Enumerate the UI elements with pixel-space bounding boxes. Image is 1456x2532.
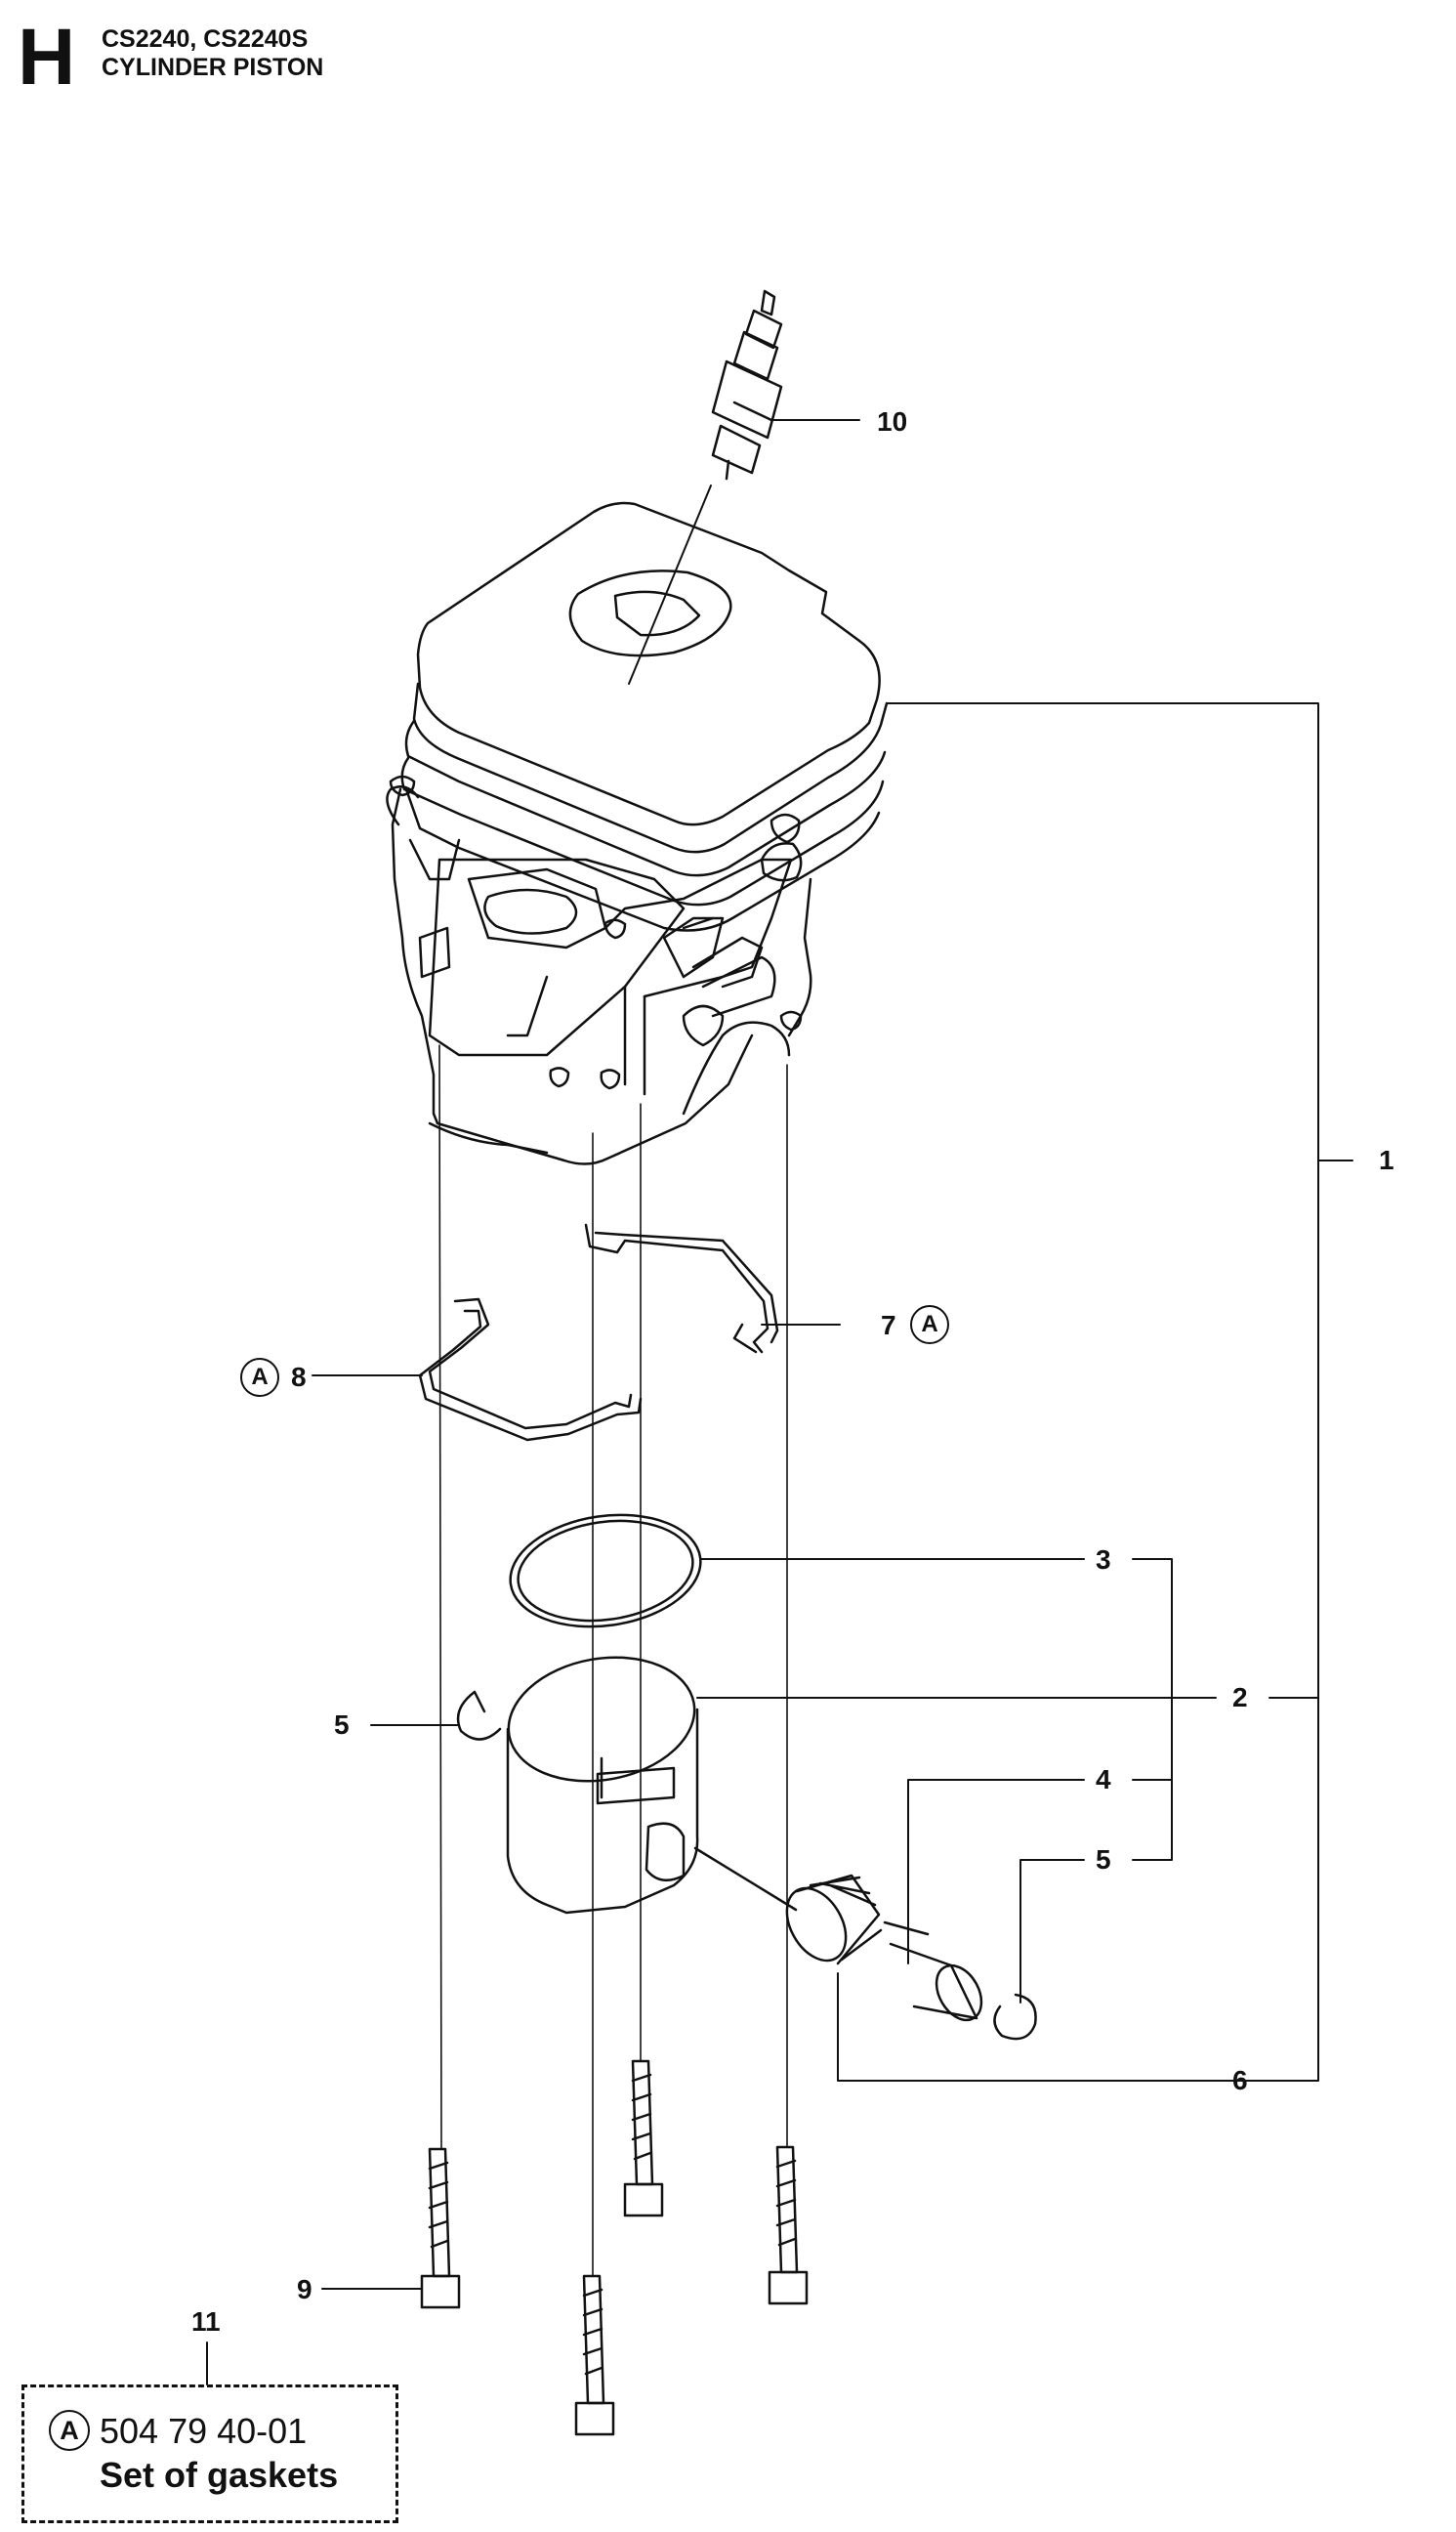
callout-4: 4 — [1096, 1764, 1111, 1794]
callout-1: 1 — [1379, 1145, 1394, 1175]
circlip-left — [456, 1690, 502, 1741]
piston-ring — [509, 1513, 702, 1628]
gasket-upper — [584, 1223, 779, 1354]
callout-9: 9 — [297, 2274, 312, 2304]
cylinder — [386, 501, 889, 1165]
gasket-lower — [418, 1297, 643, 1442]
kit-marker-a-box: A — [49, 2410, 90, 2451]
spark-plug — [628, 289, 783, 685]
section-letter: H — [18, 13, 76, 102]
callout-2: 2 — [1232, 1682, 1248, 1712]
kit-marker-a-8: A — [240, 1358, 279, 1397]
piston-pin — [883, 1920, 983, 2022]
callout-11: 11 — [191, 2306, 221, 2337]
piston — [506, 1656, 699, 1915]
callout-6: 6 — [1232, 2065, 1248, 2095]
gasket-kit-description: Set of gaskets — [100, 2455, 339, 2495]
cylinder-screw-2 — [623, 2059, 664, 2217]
cylinder-screw-4 — [574, 2274, 615, 2436]
callout-5-left: 5 — [334, 1709, 350, 1740]
callout-5-right: 5 — [1096, 1844, 1111, 1875]
page-title: CYLINDER PISTON — [102, 54, 324, 81]
callout-10: 10 — [877, 406, 908, 437]
piston-ring-inner — [517, 1519, 694, 1623]
kit-marker-a-7: A — [910, 1305, 949, 1344]
gasket-kit-box — [21, 2384, 398, 2523]
needle-bearing — [693, 1846, 883, 1965]
callout-3: 3 — [1096, 1544, 1111, 1575]
circlip-right — [993, 1993, 1037, 2041]
callout-7: 7 — [881, 1310, 896, 1340]
cylinder-screw-3 — [768, 2145, 809, 2305]
gasket-kit-part-number: 504 79 40-01 — [100, 2411, 308, 2451]
cylinder-screw-1 — [420, 2147, 461, 2309]
callout-8: 8 — [291, 1362, 307, 1392]
model-numbers: CS2240, CS2240S — [102, 25, 309, 53]
